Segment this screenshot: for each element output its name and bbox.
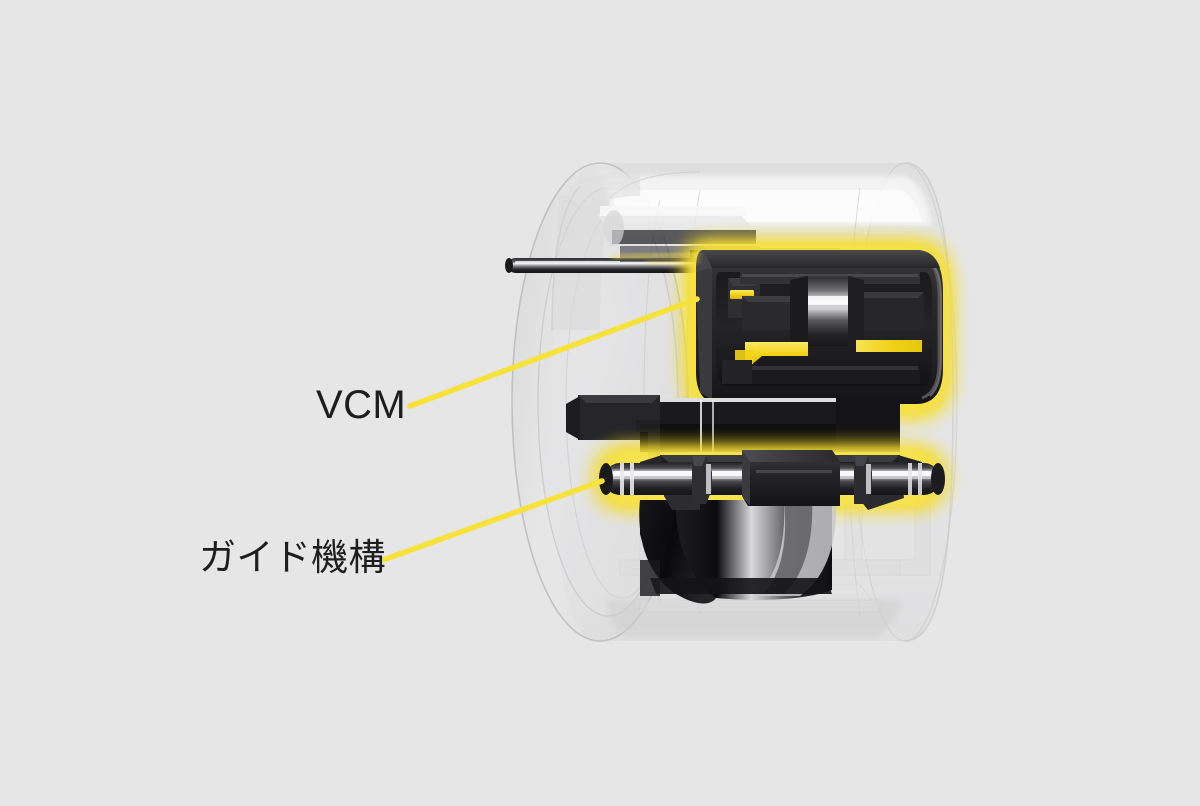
leader-line-guide xyxy=(380,478,605,563)
vcm-rim-light-left2 xyxy=(645,258,701,266)
vcm-rim-light-left xyxy=(611,251,701,261)
vcm-coil xyxy=(790,276,864,348)
mid-structure xyxy=(566,395,900,470)
callout-label-vcm: VCM xyxy=(316,383,407,427)
magnet-yoke xyxy=(639,500,837,604)
callout-label-guide: ガイド機構 xyxy=(199,536,386,579)
leader-lines xyxy=(380,296,700,563)
vcm-housing xyxy=(696,250,943,404)
leader-line-vcm xyxy=(407,296,700,409)
